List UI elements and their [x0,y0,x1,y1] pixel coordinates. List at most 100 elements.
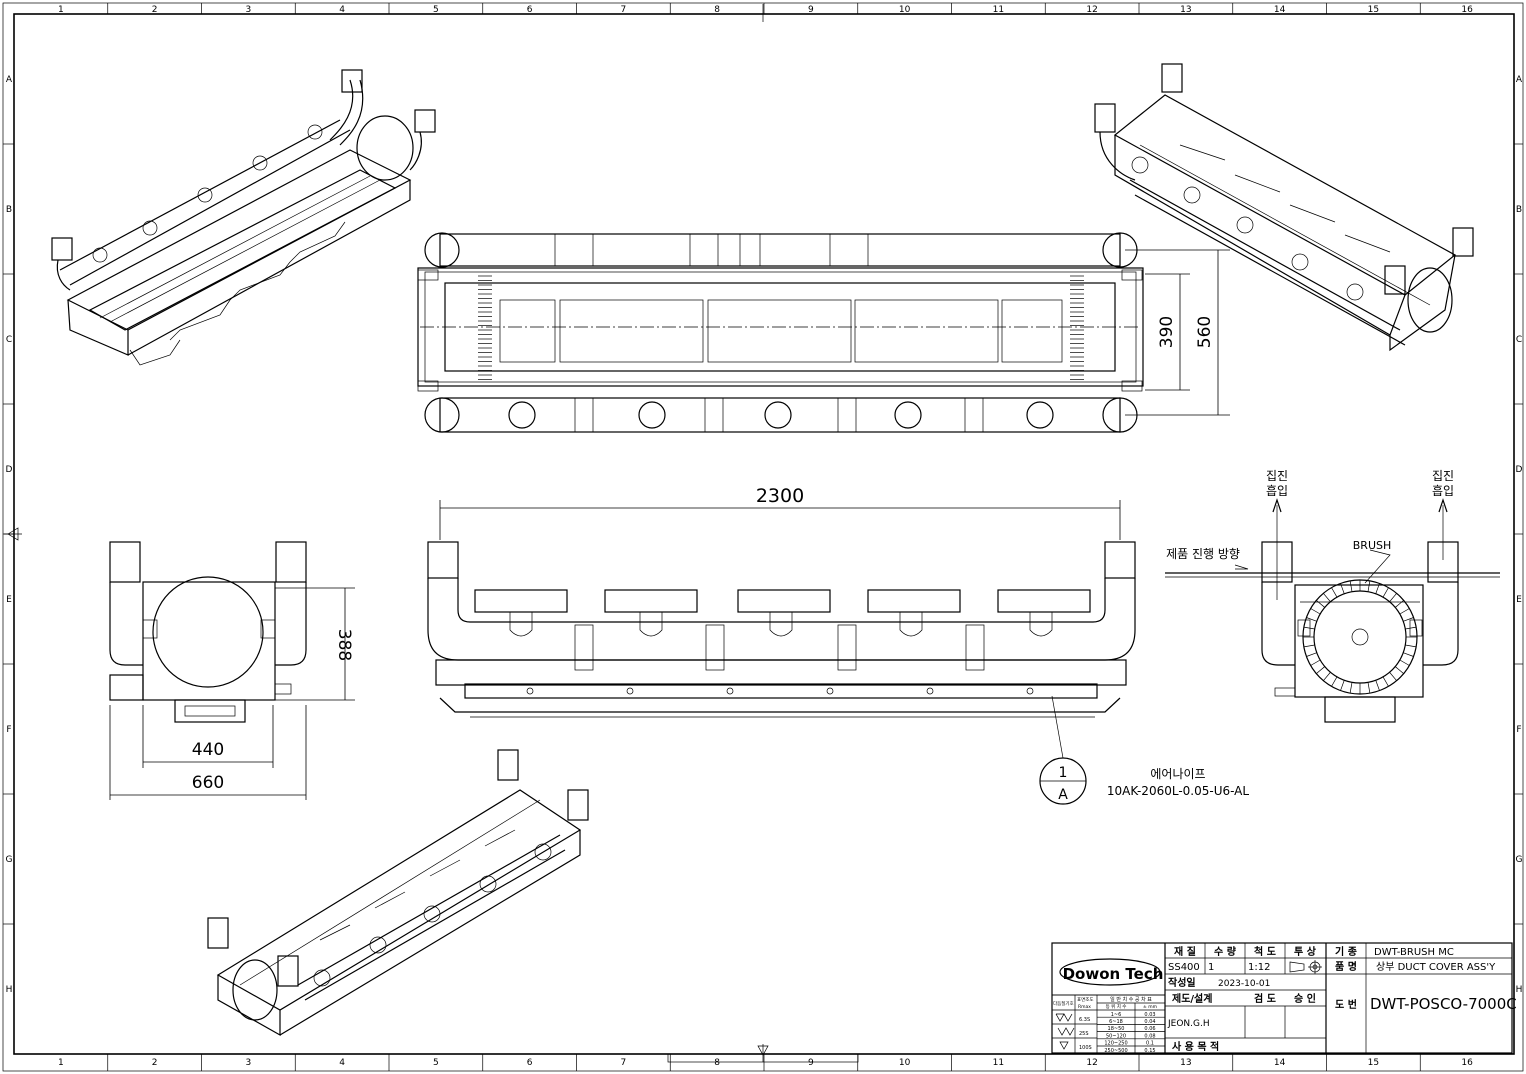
bristle-line [1405,626,1417,630]
grid-col-bottom-14: 14 [1274,1058,1286,1068]
tol-value-cell: 0.1 [1146,1041,1154,1047]
grid-col-top-2: 2 [152,5,158,15]
tol-value-cell: 0.08 [1144,1033,1155,1039]
dust-inlet-left-line2: 흡입 [1266,484,1288,498]
bristle-line [1389,672,1397,681]
header-model: 기 종 [1335,945,1357,958]
tol-range-cell: 18~50 [1108,1026,1125,1032]
bristle-line [1323,593,1331,602]
finish-symbol-icon [1055,1013,1075,1050]
grid-row-left-E: E [6,595,12,605]
bristle-line [1375,583,1380,594]
tol-header-tol: ± mm [1143,1004,1157,1010]
header-name: 품 명 [1335,960,1357,973]
tol-header-finish: 다듬질기호 [1053,1000,1074,1007]
grid-col-bottom-2: 2 [152,1058,158,1068]
drafter-value: JEON.G.H [1167,1019,1210,1029]
grid-row-left-A: A [6,75,13,85]
grid-col-top-4: 4 [339,5,345,15]
bristle-line [1349,682,1353,694]
iso-view-top-left [51,69,436,366]
tol-value-cell: 0.15 [1144,1048,1155,1054]
header-usage: 사 용 목 적 [1172,1040,1219,1053]
bristle-line [1303,644,1315,648]
grid-col-bottom-16: 16 [1461,1058,1473,1068]
tol-range-cell: 1~6 [1111,1012,1122,1018]
dim-440: 440 [192,740,224,760]
grid-col-bottom-15: 15 [1368,1058,1379,1068]
grid-col-top-15: 15 [1368,5,1379,15]
tol-header-roughness: 표면조도 [1077,996,1094,1003]
balloon-sheet-letter: A [1058,787,1068,803]
bristle-line [1340,583,1345,594]
air-knife-callout: 1 A 에어나이프 10AK-2060L-0.05-U6-AL [1039,695,1249,805]
grid-row-left-C: C [6,335,12,345]
iso-view-bottom [207,749,589,1037]
dim-390: 390 [1157,316,1177,348]
header-date: 작성일 [1168,976,1196,989]
company-logo: Dowon Tech [1063,965,1164,983]
scale-value: 1:12 [1248,962,1270,973]
tolerance-table: 다듬질기호 표면조도 Rmax 일 반 치 수 공 차 표 등 위 치 수 ± … [1051,994,1166,1054]
grid-row-right-E: E [1516,595,1522,605]
bristle-line [1382,676,1389,687]
date-value: 2023-10-01 [1218,979,1270,989]
bristle-line [1349,580,1353,592]
bristle-line [1316,666,1325,674]
material-value: SS400 [1168,962,1200,973]
tol-range-cell: 250~500 [1104,1048,1127,1054]
header-approve: 승 인 [1294,992,1316,1005]
bristle-line [1340,680,1345,691]
grid-col-bottom-8: 8 [714,1058,720,1068]
tol-header-range: 등 위 치 수 [1106,1003,1127,1010]
bristle-line [1399,608,1410,615]
brush-hatch-right [1070,275,1084,380]
bristle-line [1403,652,1414,657]
grid-col-bottom-5: 5 [433,1058,439,1068]
bristle-line [1403,617,1414,622]
bristle-line [1303,626,1315,630]
bristle-line [1323,672,1331,681]
header-scale: 척 도 [1254,945,1276,958]
grid-col-top-7: 7 [621,5,627,15]
bristle-line [1399,659,1410,666]
grid-row-left-B: B [6,205,12,215]
tol-range-cell: 50~120 [1106,1033,1126,1039]
grid-row-left-G: G [6,855,13,865]
dust-inlet-right-line1: 집진 [1432,469,1454,483]
grid-col-top-3: 3 [246,5,252,15]
air-knife-name: 에어나이프 [1150,767,1205,781]
dim-388: 388 [334,629,354,661]
tol-roughness-2: 25S [1079,1031,1089,1037]
grid-col-bottom-7: 7 [621,1058,627,1068]
tol-range-cell: 120~250 [1104,1041,1127,1047]
header-drawing-no: 도 번 [1335,998,1357,1011]
bristle-line [1367,580,1371,592]
header-check: 검 도 [1254,993,1276,1005]
header-drafter: 제도/설계 [1172,992,1212,1005]
bristle-line [1389,593,1397,602]
bristle-line [1331,676,1338,687]
bristle-line [1310,608,1321,615]
dust-inlet-right-line2: 흡입 [1432,484,1454,498]
grid-row-right-F: F [1516,725,1521,735]
grid-col-top-6: 6 [527,5,533,15]
quantity-value: 1 [1208,962,1214,973]
grid-row-right-G: G [1516,855,1523,865]
dim-2300: 2300 [756,485,804,507]
grid-row-right-D: D [1516,465,1523,475]
dust-inlet-left-line1: 집진 [1266,469,1288,483]
tol-header-title: 일 반 치 수 공 차 표 [1110,996,1152,1003]
top-view-dimensions: 390 560 [1125,249,1230,416]
part-name-value: 상부 DUCT COVER ASS'Y [1376,961,1496,973]
grid-col-top-8: 8 [714,5,720,15]
product-direction-label: 제품 진행 방향 [1166,546,1240,561]
grid-col-top-12: 12 [1086,5,1097,15]
brush-hatch-left [478,275,492,380]
grid-col-bottom-6: 6 [527,1058,533,1068]
bristle-line [1316,600,1325,608]
drawing-number-value: DWT-POSCO-7000C [1370,995,1517,1013]
